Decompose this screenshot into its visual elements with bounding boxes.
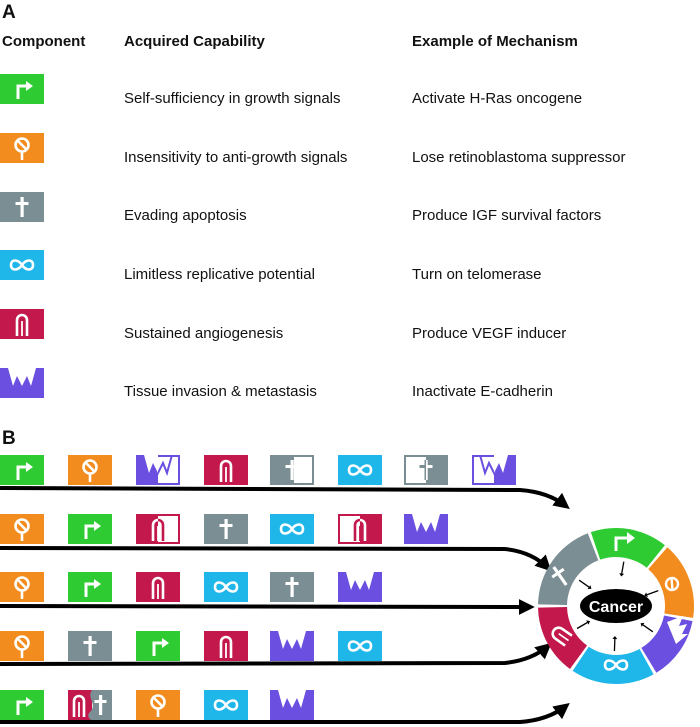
mechanism-cell: Lose retinoblastoma suppressor — [412, 149, 626, 166]
pathway-arrow-4 — [0, 642, 552, 666]
invasion-icon — [270, 690, 314, 720]
mechanism-cell: Produce VEGF inducer — [412, 325, 567, 342]
growth-arrow-icon — [0, 74, 44, 104]
capability-cell: Sustained angiogenesis — [124, 325, 284, 342]
wheel-glyphs — [551, 532, 688, 671]
wheel-inner-arrows — [576, 561, 659, 651]
cross-partial-icon — [270, 455, 314, 485]
vessel-icon — [136, 572, 180, 602]
inner-arrow-4 — [576, 621, 588, 630]
wheel-segment-infinity — [572, 646, 654, 684]
cross-icon — [204, 514, 248, 544]
cancer-wheel: Cancer — [538, 528, 694, 684]
vessel-icon — [0, 309, 44, 339]
cancer-center — [580, 589, 652, 623]
panel-b-label: B — [2, 428, 16, 449]
wheel-segment-cross — [538, 533, 599, 605]
mechanism-cell: Activate H-Ras oncogene — [412, 90, 583, 107]
invasion-icon — [0, 368, 44, 398]
infinity-icon — [0, 250, 44, 280]
mechanism-cell: Turn on telomerase — [412, 266, 542, 283]
infinity-icon — [338, 455, 382, 485]
panel-a-label: A — [2, 2, 16, 23]
invasion-outline-icon — [472, 455, 516, 485]
growth-arrow-icon — [68, 572, 112, 602]
infinity-icon — [338, 631, 382, 661]
cross-icon — [68, 631, 112, 661]
wheel-segment-growth — [590, 528, 665, 568]
pathway-arrow-1 — [0, 486, 570, 509]
inner-arrowhead-2 — [640, 622, 645, 627]
wheel-segment-vessel — [538, 607, 588, 669]
growth-arrow-icon — [136, 631, 180, 661]
inner-arrow-5 — [578, 579, 590, 588]
growth-arrow-icon — [0, 690, 44, 720]
inner-arrowhead-3 — [612, 635, 618, 640]
cancer-label: Cancer — [589, 599, 643, 616]
inner-arrowhead-5 — [587, 585, 592, 590]
infinity-icon — [204, 690, 248, 720]
wheel-infinity-icon — [603, 659, 629, 671]
invasion-partial-icon — [136, 455, 180, 485]
capability-cell: Limitless replicative potential — [124, 266, 315, 283]
mechanism-cell: Produce IGF survival factors — [412, 207, 602, 224]
vessel-half-icon — [338, 514, 382, 544]
wheel-growth-icon — [614, 532, 635, 551]
no-sign-icon — [0, 572, 44, 602]
inner-arrow-0 — [621, 561, 625, 574]
no-sign-icon — [0, 133, 44, 163]
header-capability: Acquired Capability — [124, 33, 265, 50]
cross-icon — [270, 572, 314, 602]
growth-arrow-icon — [68, 514, 112, 544]
wheel-segment-invasion — [641, 615, 693, 673]
header-component: Component — [2, 33, 86, 50]
cross-half-icon — [404, 455, 448, 485]
wheel-vessel-icon — [551, 626, 573, 647]
no-sign-icon — [0, 631, 44, 661]
inner-arrowhead-1 — [644, 592, 648, 598]
invasion-icon — [338, 572, 382, 602]
no-sign-icon — [136, 690, 180, 720]
infinity-icon — [270, 514, 314, 544]
header-mechanism: Example of Mechanism — [412, 33, 578, 50]
infinity-icon — [204, 572, 248, 602]
vessel-cross-icon — [68, 690, 112, 720]
capability-cell: Tissue invasion & metastasis — [124, 383, 317, 400]
inner-arrow-2 — [642, 624, 654, 633]
pathway-arrow-3 — [0, 598, 535, 615]
vessel-icon — [204, 455, 248, 485]
vessel-icon — [204, 631, 248, 661]
capability-cell: Evading apoptosis — [124, 207, 247, 224]
inner-arrowhead-0 — [619, 573, 625, 577]
wheel-cross-icon — [551, 566, 568, 586]
capability-cell: Self-sufficiency in growth signals — [124, 90, 341, 107]
invasion-icon — [270, 631, 314, 661]
no-sign-icon — [0, 514, 44, 544]
cross-icon — [0, 192, 44, 222]
invasion-icon — [404, 514, 448, 544]
vessel-split-icon — [136, 514, 180, 544]
mechanism-cell: Inactivate E-cadherin — [412, 383, 553, 400]
pathway-arrow-5 — [0, 703, 570, 724]
growth-arrow-icon — [0, 455, 44, 485]
capability-cell: Insensitivity to anti-growth signals — [124, 149, 348, 166]
wheel-no-sign-icon — [664, 576, 680, 592]
inner-arrow-1 — [646, 589, 659, 596]
no-sign-icon — [68, 455, 112, 485]
wheel-invasion-icon — [667, 616, 688, 644]
inner-arrowhead-4 — [586, 620, 591, 625]
pathway-arrow-2 — [0, 546, 552, 572]
